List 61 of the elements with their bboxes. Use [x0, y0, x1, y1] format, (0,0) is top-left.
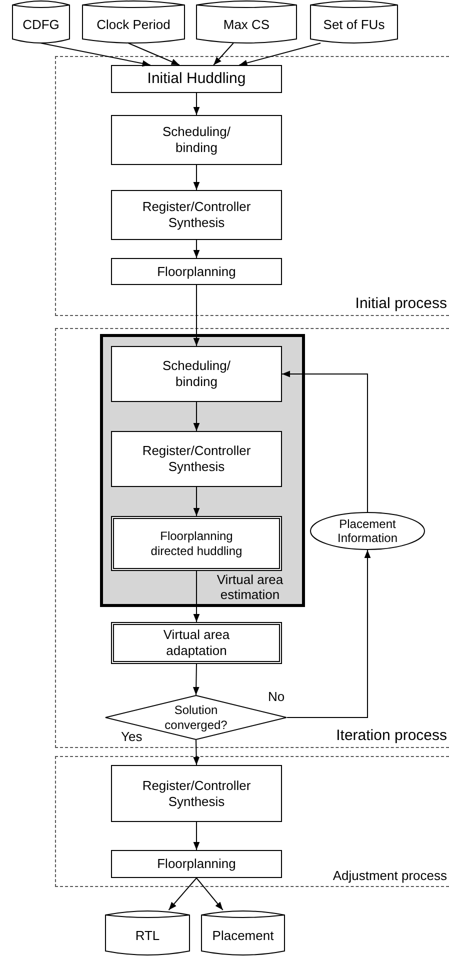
node-label: Placement	[212, 928, 274, 944]
process-box	[111, 765, 282, 822]
arrow	[193, 402, 200, 432]
process-box	[111, 115, 282, 165]
data-cylinder	[310, 0, 398, 44]
arrow	[128, 42, 180, 66]
node-label: Max CS	[223, 17, 270, 33]
region-label: Adjustment process	[332, 868, 447, 884]
node-label: Placement Information	[336, 516, 399, 546]
data-cylinder	[196, 0, 297, 44]
node-label: Floorplanning directed huddling	[150, 529, 244, 558]
process-region	[55, 56, 449, 316]
data-cylinder	[82, 0, 185, 44]
node-label: CDFG	[22, 17, 60, 33]
region-label: Virtual area estimation	[216, 572, 284, 603]
arrow	[196, 878, 224, 910]
arrow	[286, 550, 371, 718]
node-label: Floorplanning	[157, 264, 236, 280]
arrow	[193, 570, 200, 622]
estimation-panel	[100, 334, 305, 607]
region-label: Initial process	[355, 295, 447, 313]
process-box	[111, 65, 282, 93]
data-cylinder	[105, 910, 190, 956]
process-box	[111, 850, 282, 878]
node-label: Clock Period	[96, 17, 170, 33]
arrow	[192, 664, 200, 696]
node-label: Scheduling/ binding	[162, 124, 232, 156]
arrow	[193, 822, 200, 850]
process-region	[55, 756, 449, 887]
edge-label: No	[267, 690, 286, 704]
arrow	[40, 42, 151, 67]
arrow	[168, 878, 197, 910]
arrow	[193, 486, 200, 516]
process-box	[111, 346, 282, 402]
node-label: RTL	[135, 928, 160, 944]
node-label: Initial Huddling	[147, 70, 246, 88]
data-cylinder	[201, 910, 285, 956]
arrow	[193, 240, 200, 258]
node-label: Register/Controller Synthesis	[141, 199, 252, 231]
process-box	[111, 258, 282, 285]
arrow	[282, 370, 368, 512]
node-label: Virtual area adaptation	[162, 627, 231, 659]
node-label: Set of FUs	[323, 17, 385, 33]
arrow	[193, 164, 200, 190]
double-border-box	[111, 622, 282, 664]
node-label: Solution converged?	[164, 703, 228, 732]
process-box	[111, 190, 282, 240]
data-cylinder	[12, 0, 70, 44]
double-border-box	[111, 516, 282, 571]
node-label: Floorplanning	[157, 856, 236, 872]
process-region	[55, 328, 449, 748]
arrow	[193, 284, 200, 346]
process-box	[111, 431, 282, 487]
node-label: Scheduling/ binding	[162, 358, 232, 390]
arrow	[193, 92, 200, 116]
edge-label: Yes	[120, 730, 144, 744]
region-label: Iteration process	[336, 727, 447, 745]
node-label: Register/Controller Synthesis	[141, 443, 252, 475]
node-label: Register/Controller Synthesis	[141, 778, 252, 810]
arrow	[193, 740, 200, 766]
info-ellipse	[310, 512, 425, 550]
